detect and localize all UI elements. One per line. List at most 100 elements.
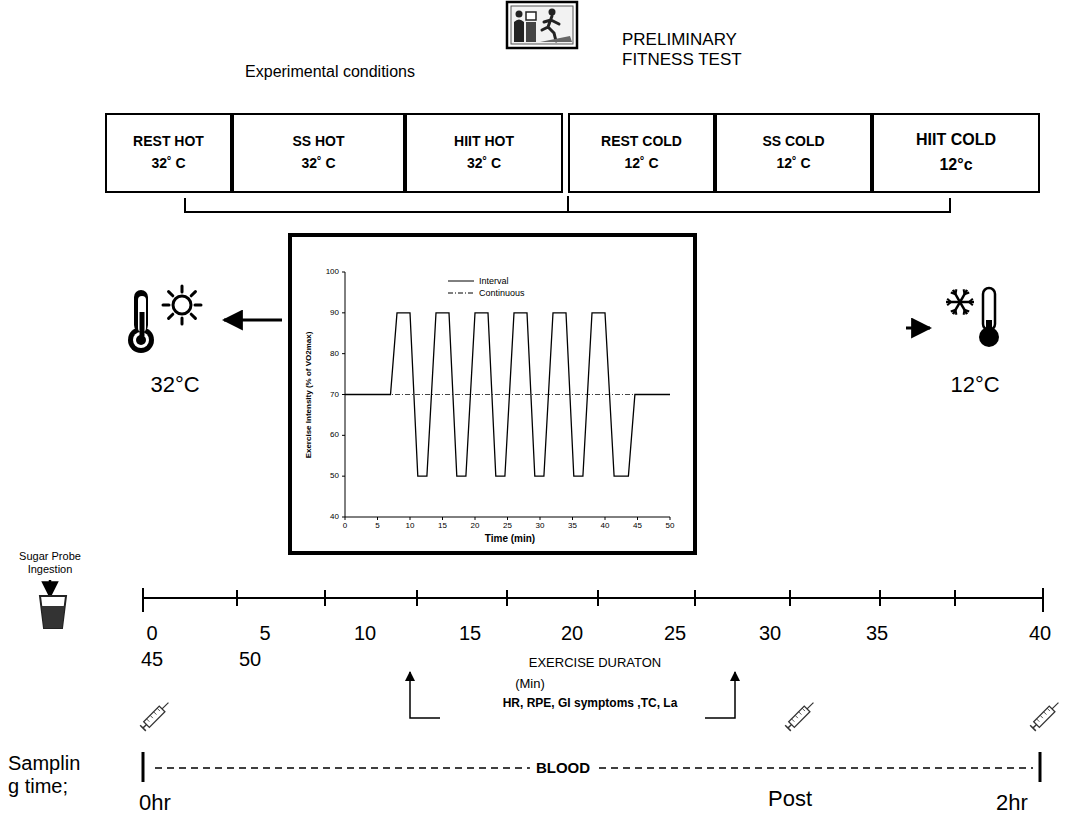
condition-box: SS HOT32˚ C (232, 113, 405, 193)
axis-title: Exercise Intensity (% of VO2max) (304, 332, 313, 459)
snowflake-icon (946, 289, 974, 314)
tick (345, 517, 346, 520)
axis-caption: (Min) (515, 677, 545, 692)
condition-box: SS COLD12˚ C (715, 113, 872, 193)
tick (442, 517, 443, 520)
measures-label: HR, RPE, GI symptoms ,TC, La (503, 697, 678, 711)
intensity-chart (342, 272, 670, 520)
axis-title: Time (min) (485, 533, 535, 545)
axis-tick-label: 40 (601, 521, 610, 530)
tick (342, 353, 345, 354)
condition-box: HIIT HOT32˚ C (405, 113, 563, 193)
condition-temperature: 32˚ C (301, 153, 335, 175)
condition-temperature: 12˚ C (776, 153, 810, 175)
timeline-number: 10 (354, 622, 376, 645)
tick (342, 435, 345, 436)
tick (342, 476, 345, 477)
tick (342, 394, 345, 395)
timeline-number: 5 (259, 622, 270, 645)
condition-box: REST HOT32˚ C (105, 113, 232, 193)
tick (670, 517, 671, 520)
tick (540, 517, 541, 520)
axis-tick-label: 50 (666, 521, 675, 530)
axis-tick-label: 30 (536, 521, 545, 530)
timeline-number: 20 (561, 622, 583, 645)
condition-name: HIIT HOT (454, 131, 514, 153)
legend-text: Interval (479, 276, 509, 286)
timeline-number: 35 (866, 622, 888, 645)
condition-box: HIIT COLD12°c (872, 113, 1040, 193)
tick (605, 517, 606, 520)
timeline (143, 588, 1043, 612)
tick (377, 517, 378, 520)
measure-arrow (705, 672, 735, 718)
continuous-line (345, 394, 670, 395)
sun-rays (163, 286, 201, 324)
axis-tick-label: 0 (343, 521, 347, 530)
axis-tick-label: 100 (326, 267, 339, 276)
timeline-number: 25 (664, 622, 686, 645)
timeline-number: 50 (239, 648, 261, 671)
condition-name: REST COLD (601, 131, 682, 153)
tick (637, 517, 638, 520)
condition-temperature: 32˚ C (151, 153, 185, 175)
prelim-test-title: PRELIMINARY FITNESS TEST (622, 30, 752, 69)
cold-thermometer-icon (979, 288, 999, 347)
chart-panel (290, 235, 695, 553)
blood-sampling-line (143, 752, 1040, 782)
fitness-test-icon (507, 2, 577, 48)
condition-temperature: 32˚ C (467, 153, 501, 175)
timeline-number: 30 (759, 622, 781, 645)
axis-caption: EXERCISE DURATON (529, 656, 661, 671)
condition-name: SS HOT (292, 131, 344, 153)
legend-entry: Interval (448, 276, 509, 286)
axis-tick-label: 45 (633, 521, 642, 530)
group-bracket (185, 196, 950, 212)
hot-thermometer-icon (128, 290, 191, 353)
ingestion-arrow (49, 580, 52, 597)
condition-name: HIIT COLD (916, 128, 996, 153)
axis-tick-label: 35 (568, 521, 577, 530)
timeline-number: 0 (146, 622, 157, 645)
axis-tick-label: 90 (330, 308, 339, 317)
axis-tick-label: 50 (330, 472, 339, 481)
condition-name: REST HOT (133, 131, 204, 153)
axis-tick-label: 80 (330, 349, 339, 358)
axis-tick-label: 25 (503, 521, 512, 530)
tick (507, 517, 508, 520)
hot-arrow (224, 319, 282, 322)
condition-box: REST COLD12˚ C (568, 113, 715, 193)
drink-cup-icon (40, 596, 66, 628)
legend-entry: Continuous (448, 288, 525, 298)
condition-temperature: 12˚ C (624, 153, 658, 175)
axis-tick-label: 20 (471, 521, 480, 530)
axis-tick-label: 15 (438, 521, 447, 530)
timeline-number: 45 (141, 648, 163, 671)
axis-tick-label: 5 (375, 521, 379, 530)
timeline-number: 15 (459, 622, 481, 645)
sampling-label: Samplin g time; (8, 752, 88, 798)
axis-tick-label: 60 (330, 431, 339, 440)
legend-text: Continuous (479, 288, 525, 298)
tick (475, 517, 476, 520)
axis-tick-label: 70 (330, 390, 339, 399)
temperature-label: 32°C (150, 372, 199, 397)
timeline-number: 40 (1029, 622, 1051, 645)
sample-time: 0hr (139, 790, 171, 815)
blood-label: BLOOD (530, 759, 596, 776)
measure-arrow (410, 672, 440, 718)
cold-arrow (906, 327, 930, 330)
interval-line (345, 313, 670, 476)
legend-sample (448, 278, 474, 284)
axis-tick-label: 10 (406, 521, 415, 530)
axis-tick-label: 40 (330, 512, 339, 521)
condition-name: SS COLD (762, 131, 824, 153)
tick (342, 312, 345, 313)
ingestion-label: Sugar Probe Ingestion (10, 550, 90, 575)
sample-time: Post (768, 786, 812, 811)
tick (572, 517, 573, 520)
condition-temperature: 12°c (939, 153, 972, 178)
tick (342, 272, 345, 273)
sample-time: 2hr (996, 790, 1028, 815)
chart-axes (345, 272, 670, 517)
